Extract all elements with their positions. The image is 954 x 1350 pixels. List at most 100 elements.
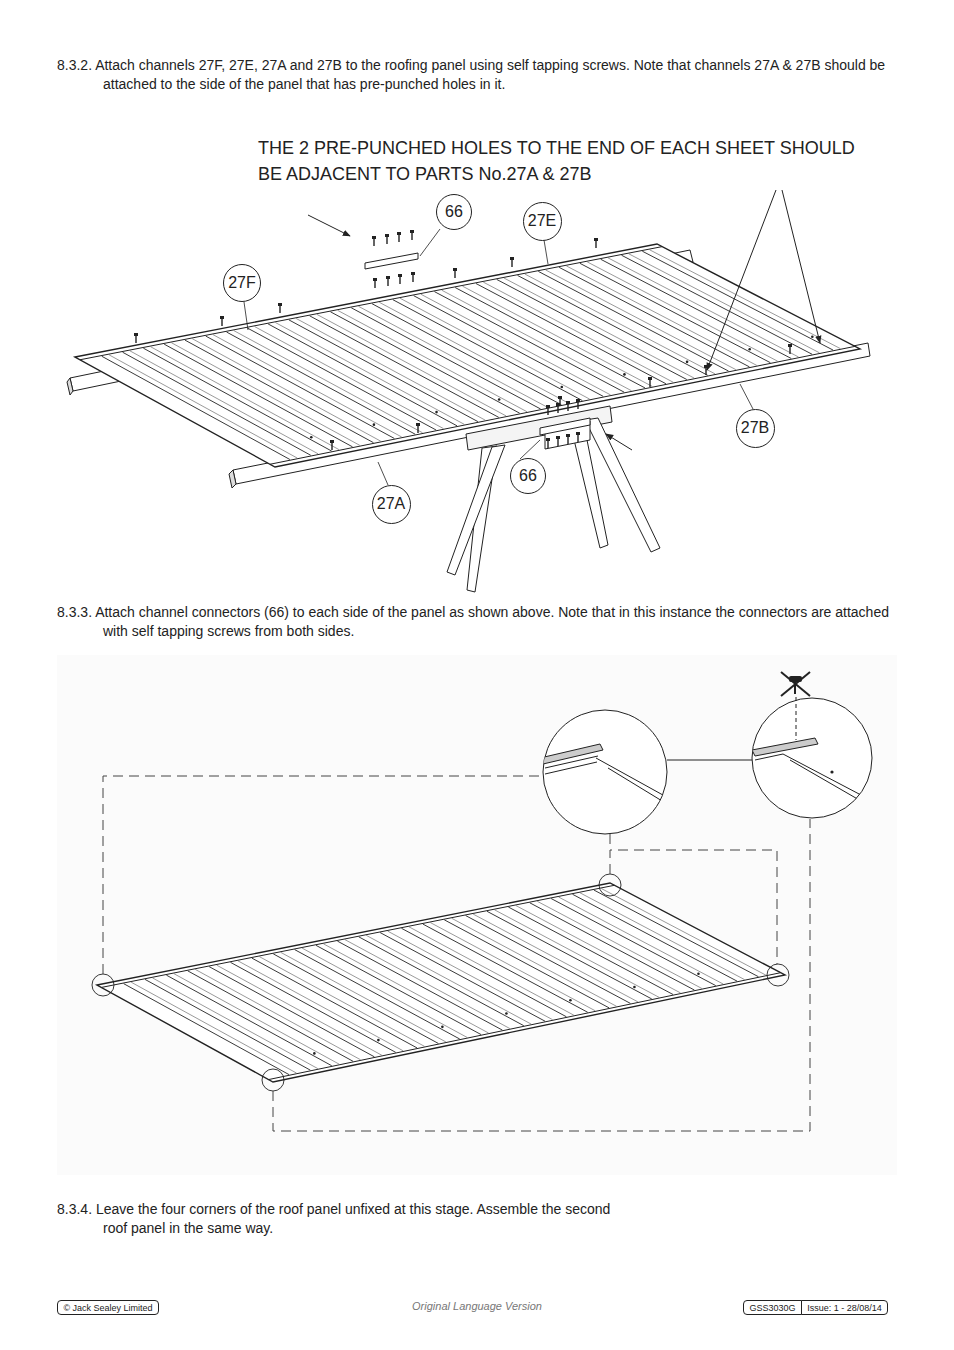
screw-head <box>373 278 377 281</box>
screw-head <box>566 434 570 437</box>
panel-rib <box>494 910 659 998</box>
panel-rib <box>345 940 510 1029</box>
screw-head <box>594 238 598 241</box>
panel-rib <box>444 920 609 1008</box>
panel-rib <box>452 918 617 1006</box>
leader-arrow <box>782 190 820 343</box>
pre-punched-hole <box>313 1052 316 1055</box>
beam-end <box>229 470 236 488</box>
screw-head <box>410 230 414 233</box>
beam-end <box>67 378 73 395</box>
sawhorse-leg <box>447 445 505 575</box>
channel-detail <box>540 744 603 764</box>
panel-rib <box>594 890 759 977</box>
screw <box>557 438 558 446</box>
pre-punched-hole <box>686 361 689 364</box>
screw-head <box>788 344 792 347</box>
step-text: 8.3.3. Attach channel connectors (66) to… <box>57 603 897 641</box>
panel-rib <box>551 899 716 986</box>
screw-head <box>558 396 562 399</box>
dashed-bracket <box>610 834 611 850</box>
panel-rib <box>259 957 424 1047</box>
screw <box>135 335 136 343</box>
screw-head <box>134 333 138 336</box>
screw <box>412 274 413 282</box>
panel-rib <box>323 944 488 1033</box>
screw <box>386 236 387 244</box>
screw-head <box>556 436 560 439</box>
panel-rib <box>629 254 820 353</box>
step-text: 8.3.4. Leave the four corners of the roo… <box>57 1200 617 1238</box>
panel-edge <box>545 756 598 768</box>
callout-number: 27A <box>372 485 411 524</box>
pre-punched-hole <box>633 986 636 989</box>
screw <box>399 276 400 284</box>
screw-head <box>453 268 457 271</box>
screw <box>331 442 332 450</box>
pre-punched-hole <box>811 335 814 338</box>
pre-punched-hole <box>830 770 833 773</box>
footer-box: Issue: 1 - 28/08/14 <box>801 1300 888 1315</box>
panel-rib <box>580 893 745 980</box>
pre-punched-hole <box>441 1026 444 1029</box>
panel-rib <box>608 258 799 357</box>
pre-punched-hole <box>310 436 313 439</box>
pre-punched-hole <box>505 1012 508 1015</box>
panel-edge <box>755 754 783 760</box>
footer-text: Issue: 1 - 28/08/14 <box>807 1303 882 1313</box>
screw-head <box>546 405 550 408</box>
panel-rib <box>530 903 695 990</box>
footer-note: Original Language Version <box>377 1299 577 1313</box>
screw <box>705 367 706 375</box>
panel-rib <box>302 948 467 1037</box>
screw <box>557 405 558 413</box>
screw-head <box>397 232 401 235</box>
direction-arrow <box>606 434 632 450</box>
screw-head <box>546 438 550 441</box>
pre-punched-hole <box>373 423 376 426</box>
leader-line <box>378 462 388 485</box>
pre-punched-hole <box>623 373 626 376</box>
channel-line <box>80 247 662 360</box>
figure-ground <box>57 655 897 1175</box>
footer-text: GSS3030G <box>749 1303 795 1313</box>
panel-rib <box>238 961 403 1051</box>
dashed-bracket <box>273 819 810 1131</box>
leader-line <box>740 384 753 409</box>
screw-head <box>648 377 652 380</box>
detail-link <box>667 760 752 761</box>
dashed-bracket <box>610 850 777 964</box>
panel-rib <box>380 933 545 1022</box>
callout-text: 66 <box>445 203 463 221</box>
screw-head <box>411 272 415 275</box>
screw <box>221 318 222 326</box>
screw-head <box>372 236 376 239</box>
callout-text: 27A <box>377 495 405 513</box>
screw <box>374 280 375 288</box>
leader-line <box>420 229 440 256</box>
panel-edge <box>596 758 690 810</box>
footer-box: GSS3030G <box>743 1300 802 1315</box>
callout-number: 66 <box>510 458 546 494</box>
screw-head <box>510 257 514 260</box>
panel-rib <box>537 901 702 988</box>
panel-rib <box>409 927 574 1015</box>
leader-arrow <box>707 190 776 370</box>
panel-rib <box>587 262 777 361</box>
screw <box>567 436 568 444</box>
screw <box>411 232 412 240</box>
footer-box: © Jack Sealey Limited <box>57 1300 159 1315</box>
channel-line <box>270 346 855 464</box>
cross-mark <box>781 672 810 696</box>
detail-circle <box>543 710 667 834</box>
panel-edge <box>790 760 880 812</box>
panel-rib <box>559 897 724 984</box>
callout-text: 27F <box>228 274 256 292</box>
callout-number: 27F <box>223 264 261 302</box>
panel-rib <box>508 907 673 994</box>
panel-edge <box>608 768 690 818</box>
channel-line <box>101 885 614 987</box>
panel-rib <box>473 914 638 1002</box>
